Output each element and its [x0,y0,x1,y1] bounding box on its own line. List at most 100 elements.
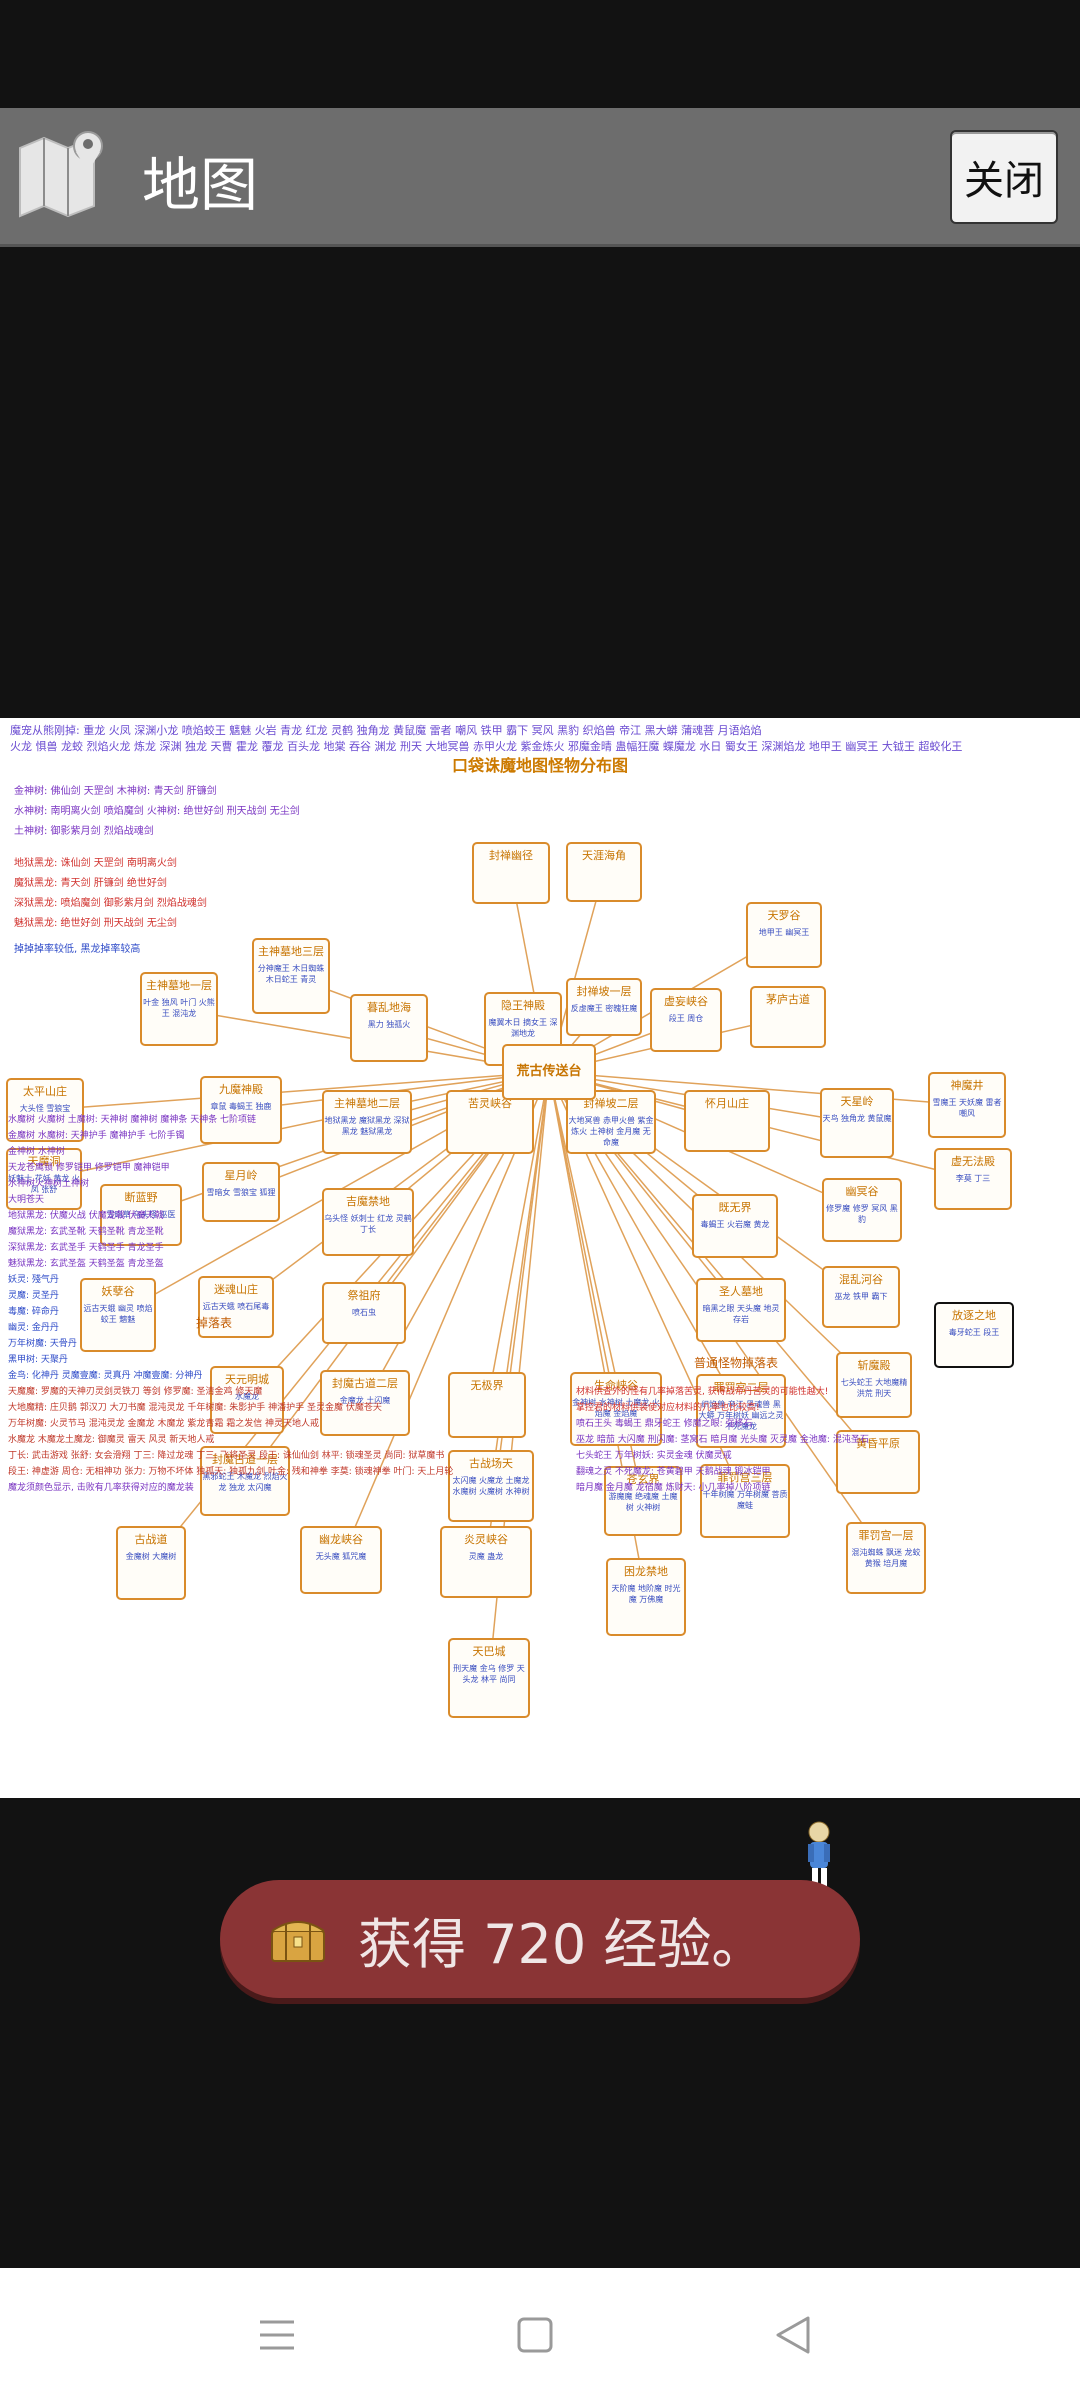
drop-note-line: 毒魔: 碎命丹 [8,1307,59,1317]
drop-note-line: 喷石王头 毒蝎王 鼎牙蛇王 修魔之眼: 强移石 [576,1419,753,1429]
note-blue: 掉掉掉率较低, 黑龙掉率较高 [14,944,141,955]
map-node-monsters: 远古天蛾 喷石尾毒 [202,1302,270,1311]
map-node-monsters: 修罗魔 修罗 冥风 黑豹 [826,1204,898,1224]
map-node[interactable]: 幽冥谷修罗魔 修罗 冥风 黑豹 [822,1178,902,1242]
map-node[interactable]: 神魔井雪魔王 天妖魔 雷者 嘲风 [928,1072,1006,1138]
map-node-name: 混乱河谷 [839,1273,883,1286]
map-node[interactable]: 怀月山庄 [684,1090,770,1152]
map-node-name: 罪罚宫二层 [713,1381,769,1394]
map-node[interactable]: 茅庐古道 [750,986,826,1048]
map-node-monsters: 远古天蛾 幽灵 喷焰蛟王 魑魅 [83,1304,153,1324]
map-node-name: 幽龙峡谷 [319,1533,363,1546]
map-node[interactable]: 斩魔殿七头蛇王 大地魔精 洪荒 刑天 [836,1352,912,1418]
map-node[interactable]: 生命峡谷金神树 水神树 土魔龙 火焰魔 金焰魔 [570,1372,662,1446]
map-node[interactable]: 主神墓地三层分神魔王 木日蜘蛛 木日蛇王 青灵 [252,938,330,1014]
map-node-monsters: 七头蛇王 大地魔精 洪荒 刑天 [840,1378,908,1398]
map-connection-line [548,1071,617,1410]
map-node-monsters: 大地冥兽 赤甲火兽 紫金炼火 土神树 金月魔 无命魔 [568,1116,654,1147]
map-node-name: 炎灵峡谷 [464,1533,508,1546]
map-connection-line [486,1071,550,1406]
map-node[interactable]: 封魔古道二层金魔龙 土闪魔 [320,1370,410,1436]
map-node-monsters: 水魔龙 [235,1392,259,1401]
map-node[interactable]: 天涯海角 [566,842,642,902]
map-node[interactable]: 封魔古道一层黑邪蛇王 木魔龙 烈焰火龙 独龙 太闪魔 [200,1446,290,1516]
map-node[interactable]: 九魔神殿章鼠 毒蝎王 独鹿 [200,1076,282,1144]
map-node-name: 天罗谷 [767,909,801,922]
map-node[interactable]: 罪罚宫二层织焰兽 帝江 黑魂兽 黑大蟒 万年树妖 幽远之灵 不死魔龙 [696,1374,786,1448]
map-node[interactable]: 虚妄峡谷段王 周仓 [650,988,722,1052]
drop-note-line: 段王: 神虚游 周仓: 无相神功 张力: 万物不坏体 独孤天: 独孤九剑 叶金:… [8,1467,454,1477]
monster-distribution-map[interactable]: 魔宠从熊刚掉: 重龙 火凤 深渊小龙 喷焰蛟王 魑魅 火岩 青龙 红龙 灵鹤 独… [0,718,1080,1798]
map-node-name: 主神墓地一层 [146,979,212,992]
map-node-monsters: 混沌蜘蛛 飘迷 龙蛟 黄猴 培月魔 [851,1548,921,1568]
map-node[interactable]: 天罗谷地甲王 幽冥王 [746,902,822,968]
map-node[interactable]: 古战道金魔树 大魔树 [116,1526,186,1600]
note-line: 水神树: 南明离火剑 喷焰魔剑 火神树: 绝世好剑 刑天战剑 无尘剑 [14,806,300,817]
map-node-name: 隐王神殿 [501,999,545,1012]
map-node[interactable]: 吉魔禁地乌头怪 妖刺士 红龙 灵鹤 丁长 [322,1188,414,1256]
drop-note-line: 妖灵: 殘气丹 [8,1275,59,1285]
map-node-name: 苦灵峡谷 [468,1097,512,1110]
map-node[interactable]: 封禅幽径 [472,842,550,904]
drop-note-line: 灵魔: 灵圣丹 [8,1291,59,1301]
drop-note-line: 水神树火神树土神树 [8,1179,90,1189]
map-node-monsters: 织焰兽 帝江 黑魂兽 黑大蟒 万年树妖 幽远之灵 不死魔龙 [698,1400,784,1431]
map-node-monsters: 地甲王 幽冥王 [758,928,810,937]
drop-note-line: 魔狱黑龙: 玄武圣靴 天鹤圣靴 青龙圣靴 [8,1227,164,1237]
map-node[interactable]: 罪罚宫三层千年树魔 万年树魔 菩质魔蛙 [700,1464,790,1538]
home-square-icon[interactable] [510,2310,560,2360]
player-character [807,1821,831,1895]
map-node[interactable]: 无极界 [448,1372,526,1438]
map-node[interactable]: 罪罚宫一层混沌蜘蛛 飘迷 龙蛟 黄猴 培月魔 [846,1522,926,1594]
map-node[interactable]: 迷魂山庄远古天蛾 喷石尾毒 [198,1276,274,1338]
map-node-name: 幽冥谷 [845,1185,879,1198]
map-connection-line [43,1071,550,1180]
bottom-right-notes: 材料供查外的怪有几率掉落苦灵, 获得战帝丹苦灵的可能性越大!掌控君的材料供装使对… [576,1384,869,1496]
map-node[interactable]: 黄昏平原 [836,1430,920,1494]
map-node[interactable]: 祭祖府喷石虫 [322,1282,406,1344]
map-node[interactable]: 古战场天太闪魔 火魔龙 土魔龙 水魔树 火魔树 水神树 [448,1450,534,1522]
map-node[interactable]: 苍玄界游魔魔 绝魂魔 土魔树 火神树 [604,1466,682,1536]
drop-note-line: 金魔树 水魔树: 天神护手 魔神护手 七阶手镯 [8,1131,185,1141]
map-node-monsters: 李莫 丁三 [955,1174,991,1183]
map-node-name: 天魔洞 [27,1155,61,1168]
map-title: 口袋诛魔地图怪物分布图 [452,756,629,775]
map-node[interactable]: 混乱河谷巫龙 铁甲 霸下 [822,1266,900,1328]
map-node[interactable]: 天元明城水魔龙 [210,1366,284,1434]
map-node-monsters: 章鼠 毒蝎王 独鹿 [210,1102,272,1111]
map-node-monsters: 千年树魔 万年树魔 菩质魔蛙 [702,1490,788,1510]
map-node[interactable]: 困龙禁地天阶魔 地阶魔 时光魔 万佛魔 [606,1558,686,1636]
map-node[interactable]: 幽龙峡谷无头魔 狐咒魔 [300,1526,382,1594]
map-node-center[interactable]: 荒古传送台 [502,1044,596,1100]
map-node[interactable]: 封禅坡一层反虚魔王 密魄狂魔 [566,978,642,1036]
map-node-name: 天涯海角 [582,849,626,862]
close-button[interactable]: 关闭 [950,130,1058,224]
map-node[interactable]: 主神墓地二层地狱黑龙 魔狱黑龙 深狱黑龙 魅狱黑龙 [322,1090,412,1154]
map-node[interactable]: 星月岭雪暗女 雪狼宝 狐狸 [202,1162,280,1222]
drop-note-line: 地狱黑龙: 伏魔火战 伏魔龙戟 伏魔天戟 [8,1211,164,1221]
menu-icon[interactable] [252,2310,302,2360]
map-node[interactable]: 天巴城刑天魔 金乌 修罗 天头龙 林平 尚同 [448,1638,530,1718]
map-node[interactable]: 封禅坡二层大地冥兽 赤甲火兽 紫金炼火 土神树 金月魔 无命魔 [566,1090,656,1154]
map-node[interactable]: 苦灵峡谷 [446,1090,534,1154]
map-node[interactable]: 炎灵峡谷灵魔 蛊龙 [440,1526,532,1598]
drop-note-line: 大地魔精: 庄贝鹅 郭汉刀 大刀书魔 混沌灵龙 千年树魔: 朱影护手 神潘护手 … [8,1403,382,1413]
back-triangle-icon[interactable] [768,2310,818,2360]
map-node[interactable]: 天星岭天鸟 独角龙 黄鼠魔 [820,1088,894,1158]
map-node-monsters: 巫龙 铁甲 霸下 [834,1292,888,1301]
map-node[interactable]: 圣人墓地暗黑之眼 天头魔 地灵 存岩 [696,1278,786,1342]
drop-note-line: 魔龙须颜色显示, 击败有几率获得对应的魔龙装 [8,1483,194,1493]
map-node[interactable]: 主神墓地一层叶金 独风 叶门 火熊王 混沌龙 [140,972,218,1046]
map-node[interactable]: 虚无法殿李莫 丁三 [934,1148,1012,1210]
map-node[interactable]: 暮乱地海黑力 独孤火 [350,994,428,1062]
map-node-name: 天元明城 [225,1373,269,1386]
map-node-monsters: 地狱黑龙 魔狱黑龙 深狱黑龙 魅狱黑龙 [324,1116,410,1136]
bottom-left-notes: 水魔树 火魔树 土魔树: 天神树 魔神树 魔神条 天神条 七阶项链金魔树 水魔树… [8,1112,453,1496]
map-node[interactable]: 妖孽谷远古天蛾 幽灵 喷焰蛟王 魑魅 [80,1278,156,1352]
map-node[interactable]: 断蓝野雪暗草 乌头怪 巫医 [100,1184,182,1246]
map-node[interactable]: 放逐之地毒牙蛇王 段王 [934,1302,1014,1368]
map-node[interactable]: 天魔洞妖魅士 花妖 黄龙 火凤 张舒 [6,1148,82,1210]
drop-note-line: 暗月魔 金月魔 龙宿魔 炼财天: 小几率掉八阶项链 [576,1483,771,1493]
map-node[interactable]: 既无界毒蝎王 火岩魔 黄龙 [692,1194,778,1258]
map-node[interactable]: 太平山庄大头怪 雪狼宝 [6,1078,84,1142]
